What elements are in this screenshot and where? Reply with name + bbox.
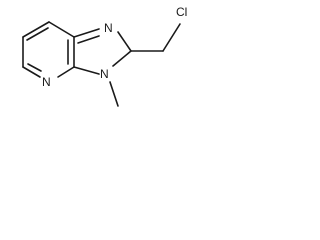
bond-ch2-cl xyxy=(162,23,181,52)
bond-n3-methyl xyxy=(109,81,119,107)
atom-label-n-imidazole-methyl: N xyxy=(100,67,109,81)
atom-label-n-pyridine: N xyxy=(42,75,51,89)
atom-label-n-imidazole-top: N xyxy=(104,21,113,35)
bond-pyridine-c5-n4-double xyxy=(22,66,41,78)
bond-imidazole-c7a-n1-double xyxy=(73,28,100,38)
bond-imidazole-n3-c3a xyxy=(73,66,100,75)
bond-pyridine-c7a-c7 xyxy=(48,21,75,38)
bond-pyridine-c5-n4-double-inner xyxy=(27,63,42,72)
bond-imidazole-c7a-n1-double-inner xyxy=(77,35,100,44)
bond-pyridine-n4-c3a xyxy=(57,66,75,78)
bond-imidazole-n1-c2 xyxy=(117,31,132,52)
atom-label-chlorine: Cl xyxy=(176,5,187,19)
molecule-structure-diagram: N N N Cl xyxy=(22,5,187,107)
bond-pyridine-c7-c6-double-inner xyxy=(26,27,49,41)
bond-pyridine-c7-c6-double xyxy=(22,21,50,38)
bond-imidazole-c2-n3 xyxy=(112,50,132,67)
